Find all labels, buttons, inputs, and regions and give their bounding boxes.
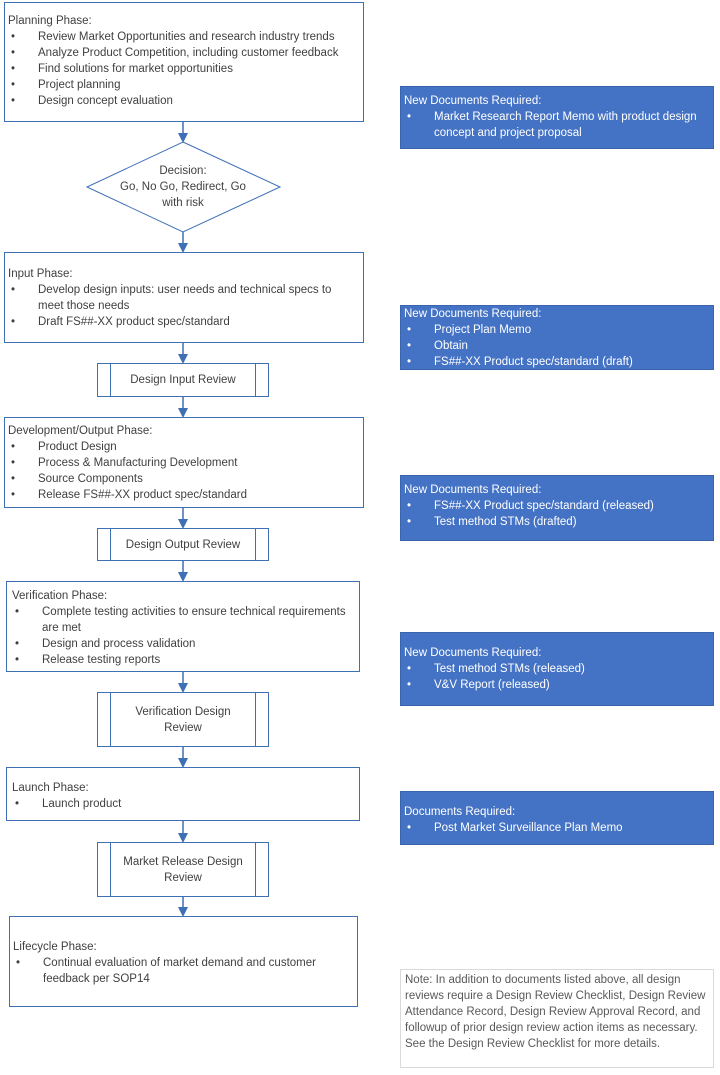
documents-title: New Documents Required: (404, 308, 542, 320)
design-output-review-label: Design Output Review (125, 538, 241, 551)
planning-item: Review Market Opportunities and research… (8, 29, 363, 45)
document-item: V&V Report (released) (404, 677, 707, 693)
development-item: Product Design (8, 439, 363, 455)
verification-design-review-label: Verification Design Review (135, 705, 231, 734)
document-item: Test method STMs (drafted) (404, 514, 707, 530)
planning-item: Analyze Product Competition, including c… (8, 45, 363, 61)
design-review-note: Note: In addition to documents listed ab… (400, 969, 714, 1068)
document-item: Post Market Surveillance Plan Memo (404, 820, 707, 836)
documents-box-input: New Documents Required: Project Plan Mem… (400, 305, 714, 370)
development-phase-title: Development/Output Phase: (8, 425, 153, 437)
design-input-review-box: Design Input Review (97, 363, 269, 397)
lifecycle-phase-title: Lifecycle Phase: (13, 941, 97, 953)
documents-box-development: New Documents Required: FS##-XX Product … (400, 475, 714, 541)
decision-options: Go, No Go, Redirect, Go (120, 181, 246, 193)
documents-box-planning: New Documents Required: Market Research … (400, 86, 714, 149)
design-input-review-label: Design Input Review (130, 374, 236, 386)
verification-design-review-box: Verification Design Review (97, 692, 269, 747)
document-item: FS##-XX Product spec/standard (draft) (404, 354, 707, 370)
planning-item: Find solutions for market opportunities (8, 61, 363, 77)
documents-title: New Documents Required: (404, 647, 542, 659)
launch-phase-box: Launch Phase: Launch product (6, 767, 360, 821)
documents-box-verification: New Documents Required: Test method STMs… (400, 632, 714, 706)
input-phase-title: Input Phase: (8, 268, 73, 280)
document-item: Market Research Report Memo with product… (404, 109, 707, 141)
market-release-review-box: Market Release Design Review (97, 842, 269, 897)
decision-options-cont: with risk (162, 197, 204, 209)
documents-title: New Documents Required: (404, 484, 542, 496)
launch-item: Launch product (12, 796, 359, 812)
input-item: Draft FS##-XX product spec/standard (8, 314, 357, 330)
verification-item: Complete testing activities to ensure te… (12, 604, 353, 636)
design-review-note-text: Note: In addition to documents listed ab… (405, 974, 706, 1050)
development-item: Process & Manufacturing Development (8, 455, 363, 471)
documents-title: New Documents Required: (404, 95, 542, 107)
document-item: FS##-XX Product spec/standard (released) (404, 498, 707, 514)
decision-title: Decision: (159, 165, 207, 177)
planning-item: Project planning (8, 77, 363, 93)
planning-phase-box: Planning Phase: Review Market Opportunit… (4, 2, 364, 122)
input-item: Develop design inputs: user needs and te… (8, 282, 357, 314)
lifecycle-item: Continual evaluation of market demand an… (13, 955, 349, 987)
planning-phase-title: Planning Phase: (8, 15, 92, 27)
documents-box-launch: Documents Required: Post Market Surveill… (400, 791, 714, 845)
development-item: Source Components (8, 471, 363, 487)
document-item: Test method STMs (released) (404, 661, 707, 677)
input-phase-box: Input Phase: Develop design inputs: user… (4, 252, 364, 343)
lifecycle-phase-box: Lifecycle Phase: Continual evaluation of… (9, 916, 358, 1007)
verification-item: Design and process validation (12, 636, 353, 652)
planning-item: Design concept evaluation (8, 93, 363, 109)
documents-title: Documents Required: (404, 806, 516, 818)
development-phase-box: Development/Output Phase: Product Design… (4, 417, 364, 508)
launch-phase-title: Launch Phase: (12, 782, 89, 794)
development-item: Release FS##-XX product spec/standard (8, 487, 363, 503)
document-item: Project Plan Memo (404, 322, 707, 338)
verification-phase-box: Verification Phase: Complete testing act… (6, 581, 360, 672)
document-item: Obtain (404, 338, 707, 354)
verification-item: Release testing reports (12, 652, 353, 668)
verification-phase-title: Verification Phase: (12, 590, 108, 602)
decision-label: Decision: Go, No Go, Redirect, Go with r… (103, 163, 263, 211)
market-release-review-label: Market Release Design Review (123, 855, 243, 884)
design-output-review-box: Design Output Review (97, 528, 269, 561)
